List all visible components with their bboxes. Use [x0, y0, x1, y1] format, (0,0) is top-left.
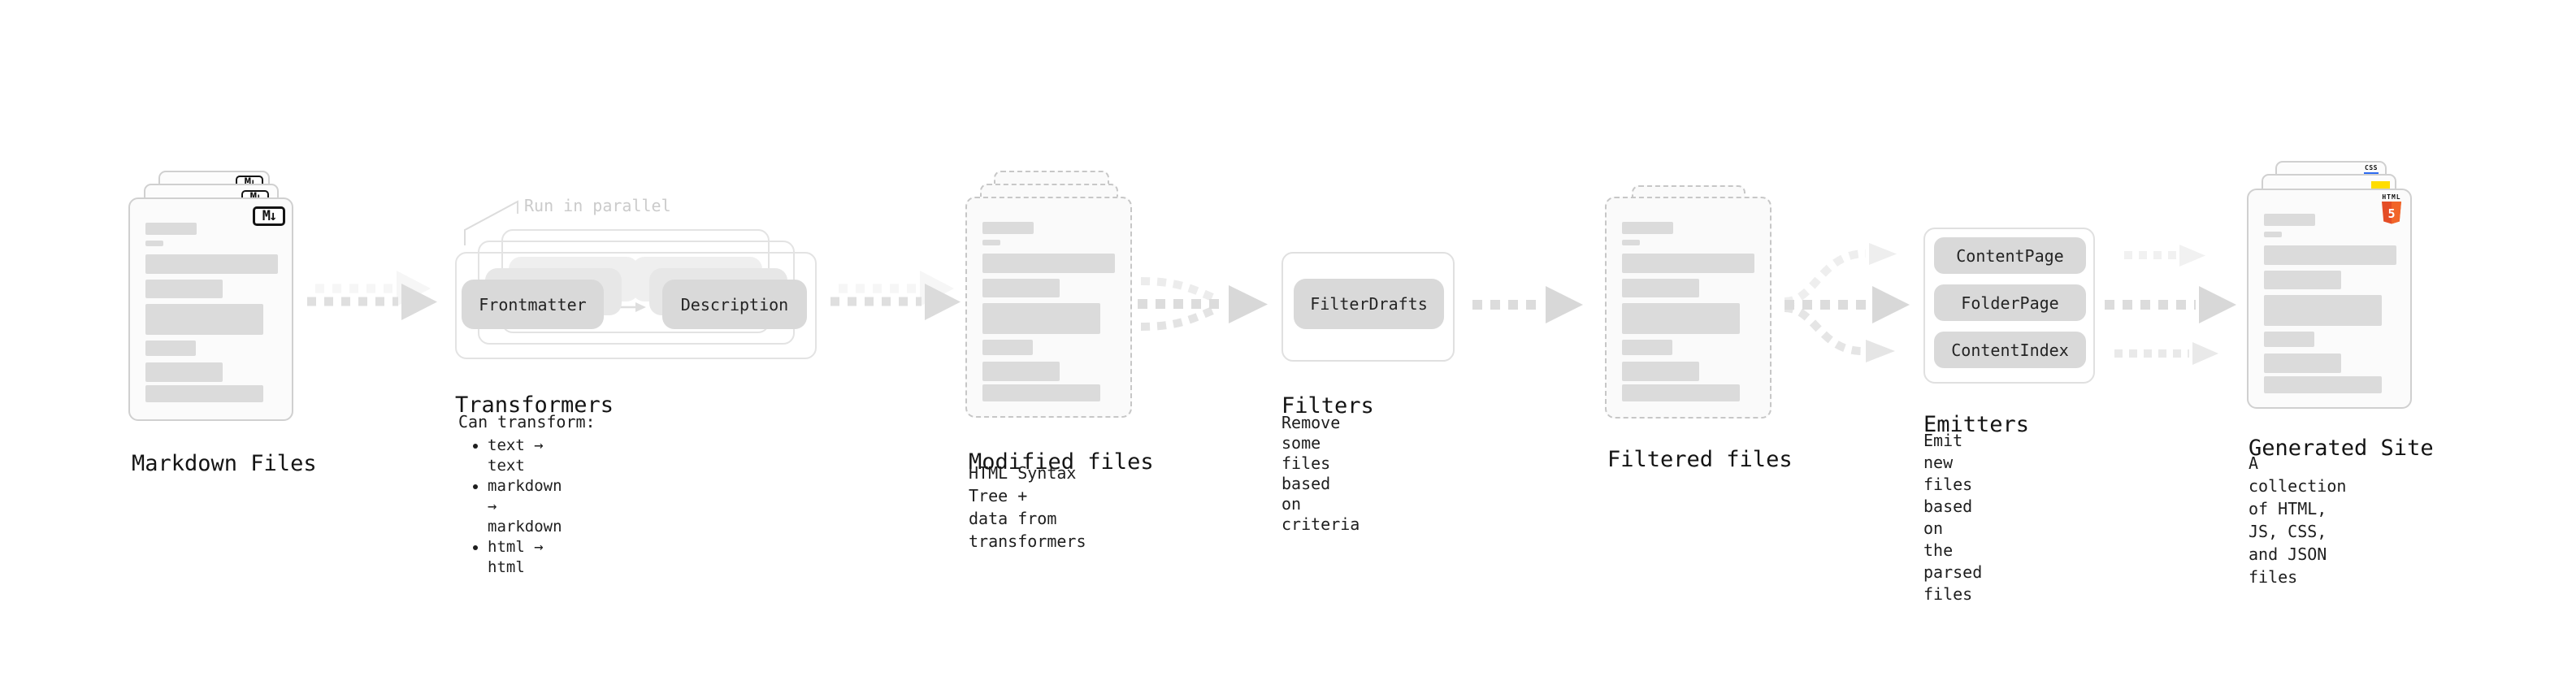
markdown-files-title: Markdown Files	[132, 451, 317, 477]
generated-file-card: HTML 5	[2247, 189, 2412, 409]
arrow-markdown-to-transformers	[307, 271, 437, 320]
skeleton-bar	[2264, 232, 2282, 237]
document-skeleton	[1607, 222, 1770, 401]
arrow-transformers-to-modified	[830, 271, 961, 320]
generated-site-title: Generated Site	[2249, 436, 2434, 462]
skeleton-bar	[2264, 245, 2396, 265]
modified-file-card	[965, 197, 1132, 418]
run-in-parallel-note: Run in parallel	[524, 196, 671, 215]
modified-files-title: Modified files	[969, 449, 1154, 475]
skeleton-bar	[1622, 340, 1672, 355]
skeleton-bar	[982, 384, 1100, 401]
filter-pill-filterdrafts: FilterDrafts	[1294, 279, 1444, 329]
emitter-pill-contentpage: ContentPage	[1934, 237, 2086, 274]
skeleton-bar	[1622, 240, 1640, 245]
skeleton-bar	[1622, 254, 1754, 273]
markdown-file-card: M↓	[128, 197, 293, 421]
html5-word-label: HTML	[2382, 193, 2401, 201]
skeleton-bar	[145, 385, 263, 402]
skeleton-bar	[1622, 362, 1699, 381]
css-badge-label: CSS	[2365, 164, 2378, 171]
skeleton-bar	[145, 340, 196, 356]
arrow-filtered-to-emitters	[1784, 243, 1910, 362]
skeleton-bar	[145, 280, 223, 298]
skeleton-bar	[1622, 384, 1740, 401]
run-in-parallel-leader-line	[464, 200, 518, 245]
generated-site-subtitle: A collection of HTML, JS, CSS, and JSON …	[2249, 453, 2347, 587]
skeleton-bar	[982, 222, 1034, 234]
skeleton-bar	[982, 240, 1000, 245]
html5-icon: HTML 5	[2381, 193, 2402, 224]
bullet-item: markdown → markdown	[488, 476, 562, 537]
skeleton-bar	[982, 279, 1060, 297]
filters-subtitle: Remove some files based on criteria	[1281, 413, 1360, 534]
css-underline	[2364, 172, 2379, 175]
skeleton-bar	[2264, 332, 2314, 347]
skeleton-bar	[1622, 303, 1740, 334]
skeleton-bar	[1622, 279, 1699, 297]
skeleton-bar	[2264, 271, 2341, 289]
emitter-pill-contentindex: ContentIndex	[1934, 332, 2086, 368]
bullet-item: text → text	[488, 436, 562, 476]
skeleton-bar	[145, 362, 223, 382]
document-skeleton	[967, 222, 1130, 401]
bullet-item: html → html	[488, 537, 562, 578]
skeleton-bar	[145, 241, 163, 246]
arrow-emitters-to-generated	[2105, 245, 2236, 365]
skeleton-bar	[2264, 295, 2382, 326]
skeleton-bar	[2264, 376, 2382, 393]
document-skeleton	[130, 223, 292, 402]
filtered-files-title: Filtered files	[1607, 447, 1793, 473]
skeleton-bar	[2264, 354, 2341, 373]
skeleton-bar	[145, 254, 278, 274]
markdown-icon: M↓	[253, 206, 285, 226]
skeleton-bar	[982, 303, 1100, 334]
arrow-filters-to-filtered	[1472, 286, 1583, 323]
skeleton-bar	[2264, 214, 2315, 226]
html5-shield: 5	[2382, 202, 2401, 224]
emitters-box	[1923, 228, 2095, 384]
emitter-pill-folderpage: FolderPage	[1934, 284, 2086, 321]
arrow-modified-to-filters	[1138, 277, 1268, 331]
skeleton-bar	[982, 254, 1115, 273]
transformer-pill-description: Description	[662, 280, 807, 329]
modified-files-subtitle: HTML Syntax Tree + data from transformer…	[969, 463, 1086, 551]
emitters-subtitle: Emit new files based on the parsed files	[1923, 431, 1983, 604]
transformers-bullet-list: text → text markdown → markdown html → h…	[468, 436, 562, 578]
js-icon	[2371, 181, 2390, 189]
filters-title: Filters	[1281, 393, 1374, 419]
transformer-pill-frontmatter: Frontmatter	[462, 280, 604, 329]
transformers-title: Transformers	[455, 393, 614, 419]
skeleton-bar	[145, 223, 197, 235]
filtered-file-card	[1605, 197, 1772, 419]
skeleton-bar	[1622, 222, 1673, 234]
css-icon: CSS	[2364, 165, 2379, 175]
skeleton-bar	[982, 340, 1033, 355]
emitters-title: Emitters	[1923, 412, 2030, 438]
skeleton-bar	[982, 362, 1060, 381]
transformers-lead: Can transform:	[458, 412, 596, 432]
filters-box	[1281, 252, 1455, 362]
skeleton-bar	[145, 304, 263, 335]
document-skeleton	[2249, 214, 2410, 393]
html5-number: 5	[2387, 206, 2395, 221]
transformer-layer-front	[455, 252, 817, 359]
